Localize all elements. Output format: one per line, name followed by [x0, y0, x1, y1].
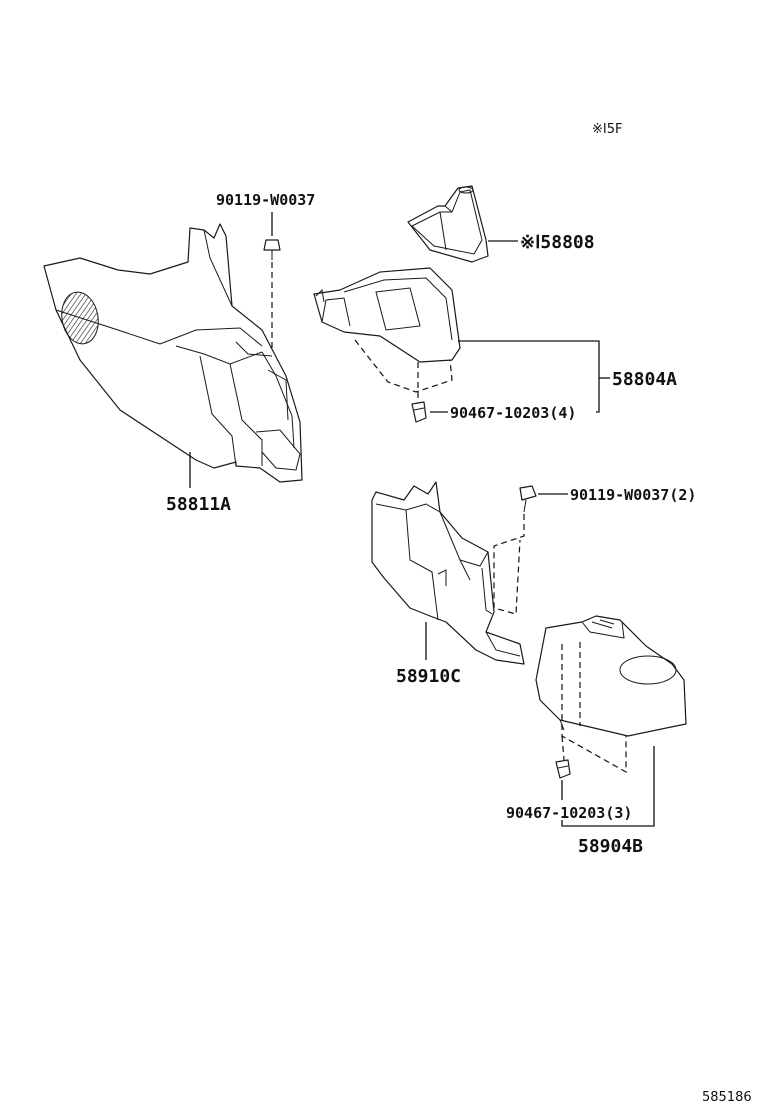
bracket-58910C — [371, 481, 525, 665]
rear-cover-58904B — [535, 615, 687, 737]
label-90467-lower: 90467-10203(3) — [506, 804, 632, 822]
clip-90467-upper — [411, 401, 427, 423]
label-90467-upper: 90467-10203(4) — [450, 404, 576, 422]
shift-boot-58808 — [407, 185, 489, 263]
console-box-58804A — [313, 267, 461, 363]
diagram-id: 585186 — [702, 1090, 752, 1105]
label-58910C: 58910C — [396, 666, 461, 687]
bolt-90119-lower — [519, 485, 537, 513]
label-90119-top: 90119-W0037 — [216, 191, 315, 209]
label-58808: ※Ⅰ58808 — [520, 232, 595, 253]
dash-58904B-screw — [561, 735, 565, 761]
dash-58904B — [561, 644, 627, 774]
label-58811A: 58811A — [166, 494, 231, 515]
dash-90119-lower — [493, 514, 525, 615]
bracket-58904B — [561, 746, 655, 827]
label-58904B: 58904B — [578, 836, 643, 857]
bolt-90119-top — [263, 239, 281, 260]
note-label: ※Ⅰ5F — [592, 122, 622, 137]
console-panel-58811A — [43, 223, 303, 483]
label-58804A: 58804A — [612, 369, 677, 390]
label-90119-lower: 90119-W0037(2) — [570, 486, 696, 504]
dash-58804A — [354, 339, 453, 393]
bracket-58804A — [458, 340, 600, 413]
clip-90467-lower — [555, 759, 571, 779]
